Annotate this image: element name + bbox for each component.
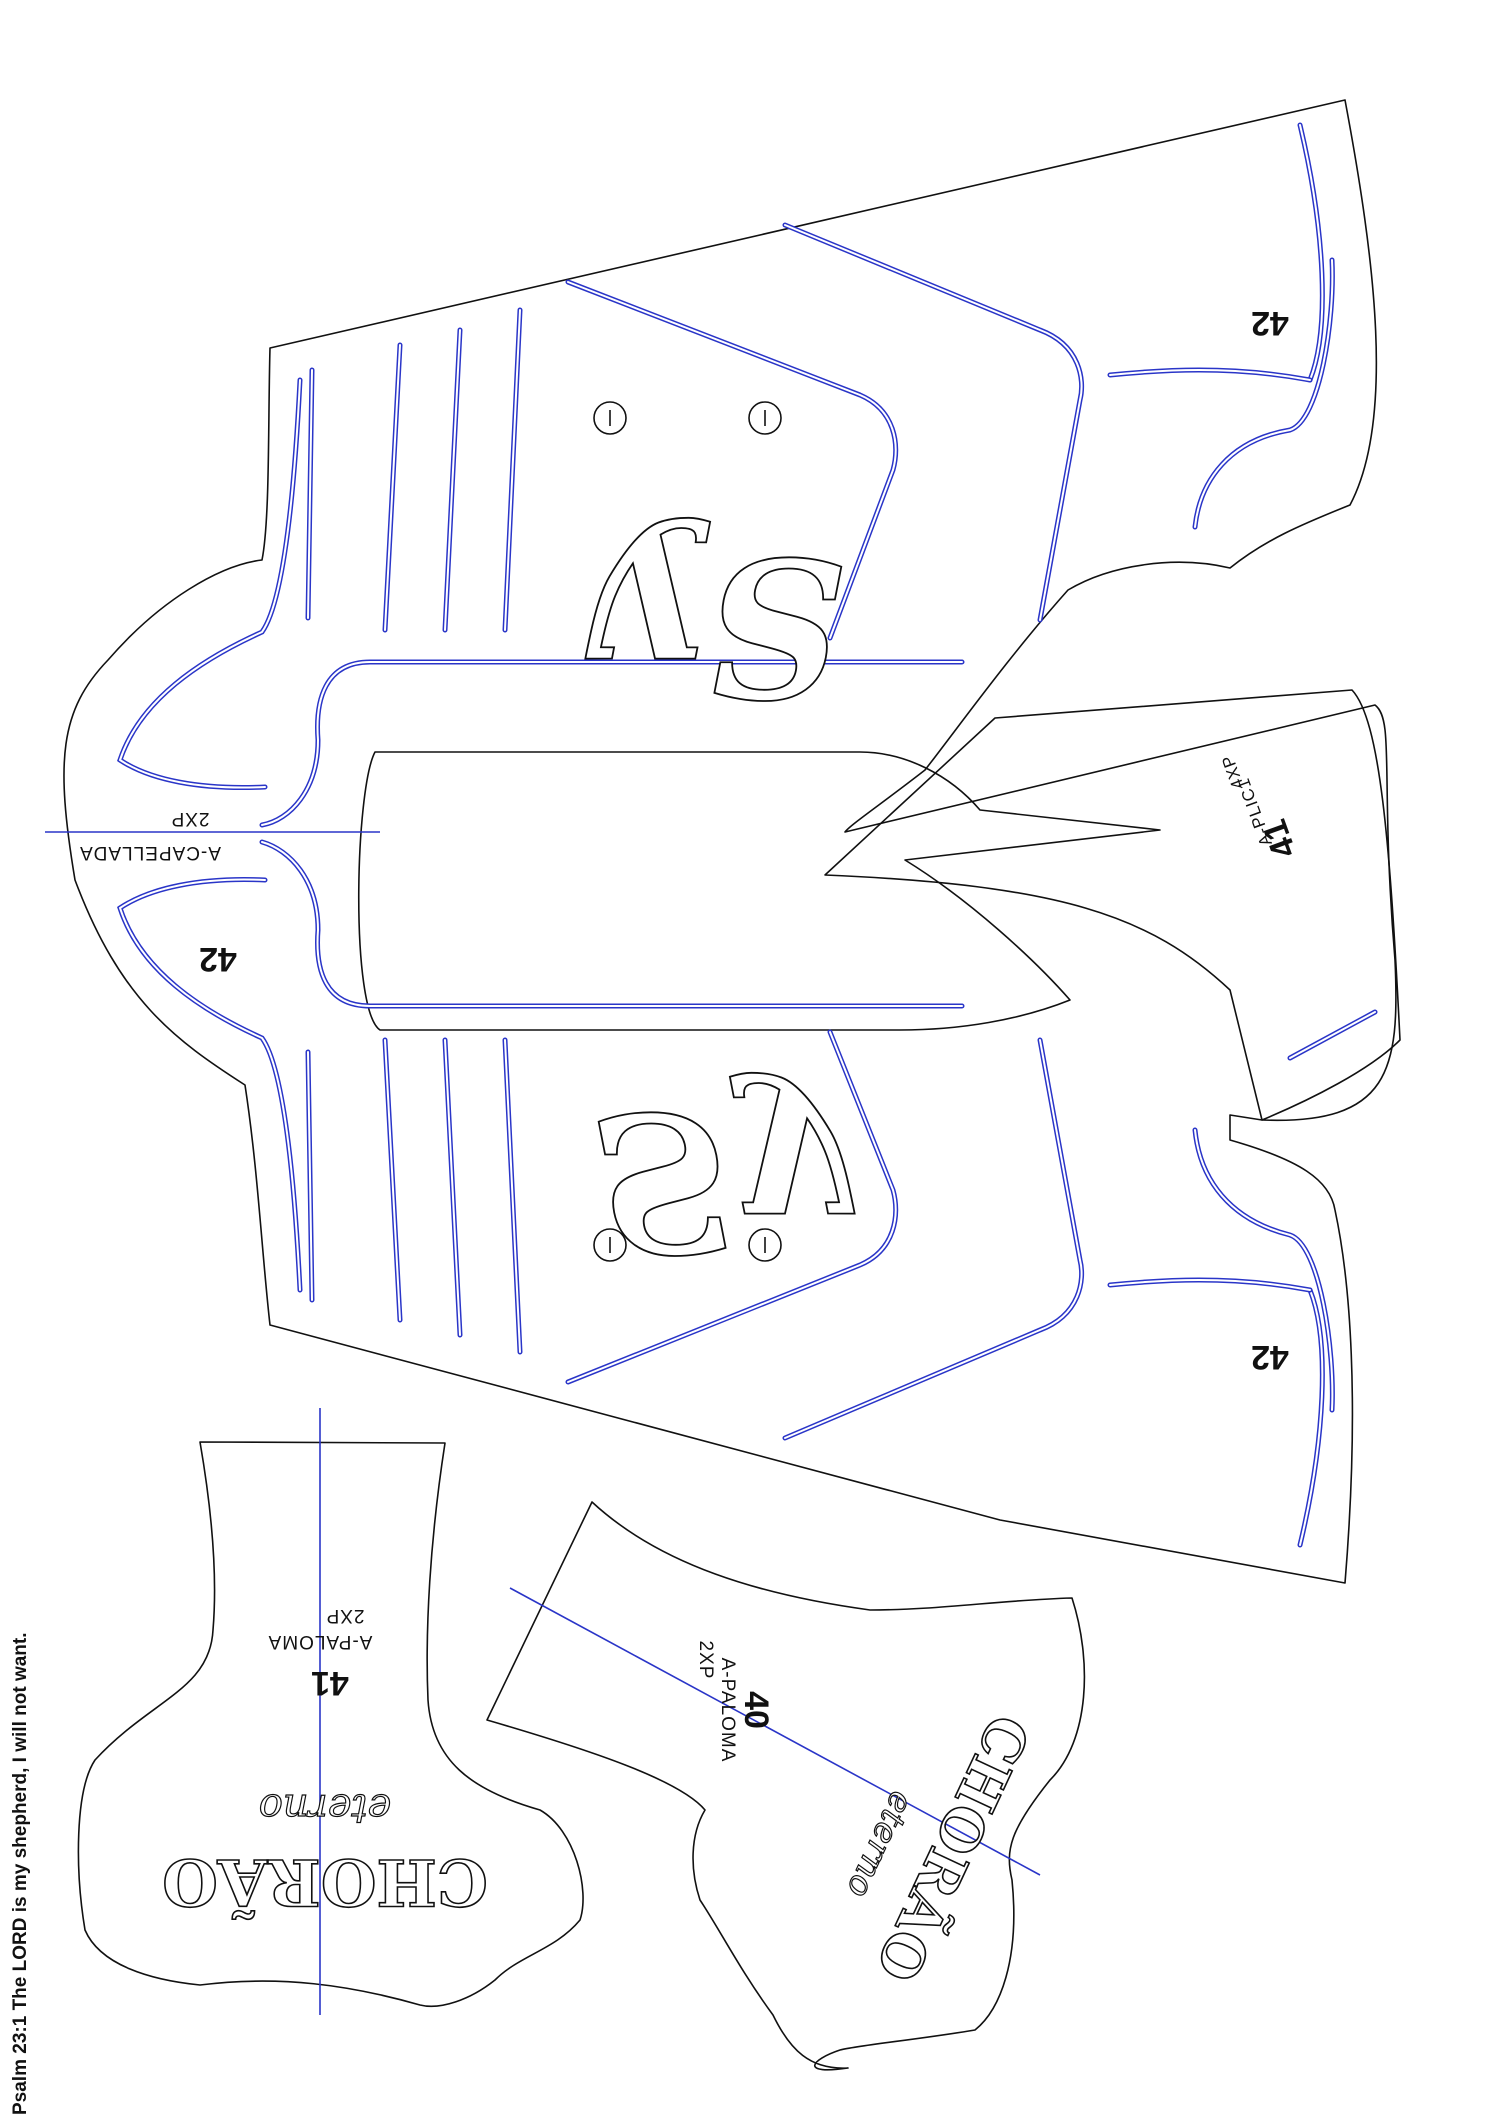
upper-size-bottom: 42	[1251, 1338, 1289, 1376]
heel-right-axis	[509, 1587, 1041, 1876]
stitch-lines	[117, 122, 1378, 1548]
stitch-line-core	[504, 309, 521, 631]
heel-left-qty: 2XP	[326, 1605, 365, 1626]
stitch-line-core	[1194, 259, 1334, 528]
stitch-line-core	[1299, 1289, 1324, 1546]
upper-qty: 2XP	[171, 808, 210, 829]
stitch-line-core	[1194, 1129, 1334, 1411]
stitch-line-core	[261, 661, 963, 826]
script-mark-bottom: Sy	[596, 1070, 855, 1293]
eyelets	[593, 401, 782, 1262]
heel-right-piece-name: A-PALOMA	[717, 1658, 738, 1763]
upper-size-left: 42	[199, 940, 237, 978]
stitch-line-core	[1109, 1279, 1311, 1291]
stitch-line-core	[784, 224, 1083, 621]
heel-left-outline	[77, 1441, 584, 2008]
heel-right-size: 40	[737, 1691, 775, 1729]
tongue-qty: 4XP	[1218, 752, 1248, 792]
heel-left-logo: CHORÃO	[162, 1844, 488, 1920]
script-mark-top: Sy	[585, 515, 844, 738]
stitch-line-core	[784, 1039, 1083, 1439]
heel-left-logo-sub: eterno	[259, 1785, 391, 1831]
heel-piece-right: 40 A-PALOMA 2XP CHORÃO eterno	[486, 1501, 1086, 2071]
psalm-caption: Psalm 23:1 The LORD is my shepherd, I wi…	[10, 1633, 31, 2116]
stitch-line-core	[118, 878, 301, 1291]
heel-right-outline	[486, 1501, 1086, 2071]
stitch-line-core	[504, 1039, 521, 1353]
stitch-line	[259, 839, 965, 1009]
stitch-line-core	[307, 369, 313, 619]
stitch-line	[1192, 257, 1335, 530]
upper-inner-cut	[357, 751, 1161, 1031]
upper-tongue-notch	[824, 689, 1401, 1121]
stitch-line-core	[567, 281, 897, 639]
upper-piece-name: A-CAPELLADA	[79, 842, 221, 863]
stitch-line-core	[444, 1039, 461, 1336]
heel-left-piece-name: A-PALOMA	[268, 1631, 373, 1652]
stitch-line-core	[384, 1039, 401, 1321]
stitch-line-core	[567, 1031, 897, 1383]
stitch-line-core	[1289, 1011, 1376, 1059]
stitch-line-core	[444, 329, 461, 631]
stitch-line-core	[118, 379, 301, 789]
heel-piece-left: 41 A-PALOMA 2XP CHORÃO eterno	[77, 1408, 584, 2015]
heel-left-size: 41	[311, 1664, 349, 1702]
upper-outline	[63, 99, 1397, 1584]
stitch-line	[117, 377, 303, 790]
heel-right-qty: 2XP	[695, 1641, 716, 1680]
upper-size-top: 42	[1251, 304, 1289, 342]
stitch-line-core	[261, 841, 963, 1007]
stitch-line-core	[1109, 369, 1311, 381]
stitch-line-core	[1299, 124, 1324, 381]
tongue-piece: 41 A-PLIC1 4XP	[1218, 752, 1304, 863]
stitch-line-core	[307, 1051, 313, 1301]
stitch-line-core	[384, 344, 401, 631]
upper-piece: Sy Sy 42 42 42 A-CAPELLADA 2XP	[63, 99, 1401, 1584]
